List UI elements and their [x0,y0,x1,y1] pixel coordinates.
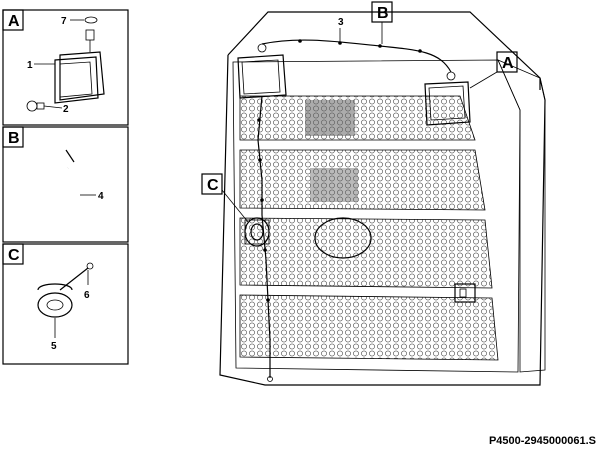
front-grille-assembly [219,11,546,386]
panel-a-lamp: 7 1 2 [26,16,105,115]
callout-b: B [371,1,393,44]
part-label-2: 7 [61,16,67,27]
callout-c: C [201,173,249,223]
svg-text:B: B [377,5,389,22]
reference-code: P4500-2945000061.S [489,435,596,447]
part-label-1: 1 [27,60,33,71]
panel-c-letter: C [8,247,20,264]
panel-b-cable-tie: 4 [31,149,104,222]
svg-text:A: A [502,55,514,72]
part-label-5: 5 [51,341,57,352]
part-label-4: 4 [98,191,104,202]
part-label-6: 6 [84,290,90,301]
work-lamp-left [237,43,287,99]
panel-a-frame [2,9,129,126]
panel-b-letter: B [8,130,20,147]
part-label-7: 2 [63,104,69,115]
center-oval-plate [314,217,372,259]
callout-a: A [469,51,518,89]
part-7-bulb [26,100,38,112]
svg-text:C: C [207,177,219,194]
part-2-washer [84,16,98,24]
grommet-on-grille [244,217,270,247]
panel-b-frame [2,126,129,243]
panel-c-frame [2,243,129,365]
panel-c-letter-box [2,243,24,265]
detail-panels: A B C 7 1 2 4 [2,9,129,365]
panel-a-letter-box [2,9,24,31]
electrical-connector [454,283,476,303]
panel-a-letter: A [8,13,20,30]
part-label-3: 3 [338,17,344,28]
panel-c-grommet: 6 5 [37,262,94,352]
wiring-harness [261,39,452,73]
wiring-harness-drop [257,95,271,378]
panel-b-letter-box [2,126,24,148]
